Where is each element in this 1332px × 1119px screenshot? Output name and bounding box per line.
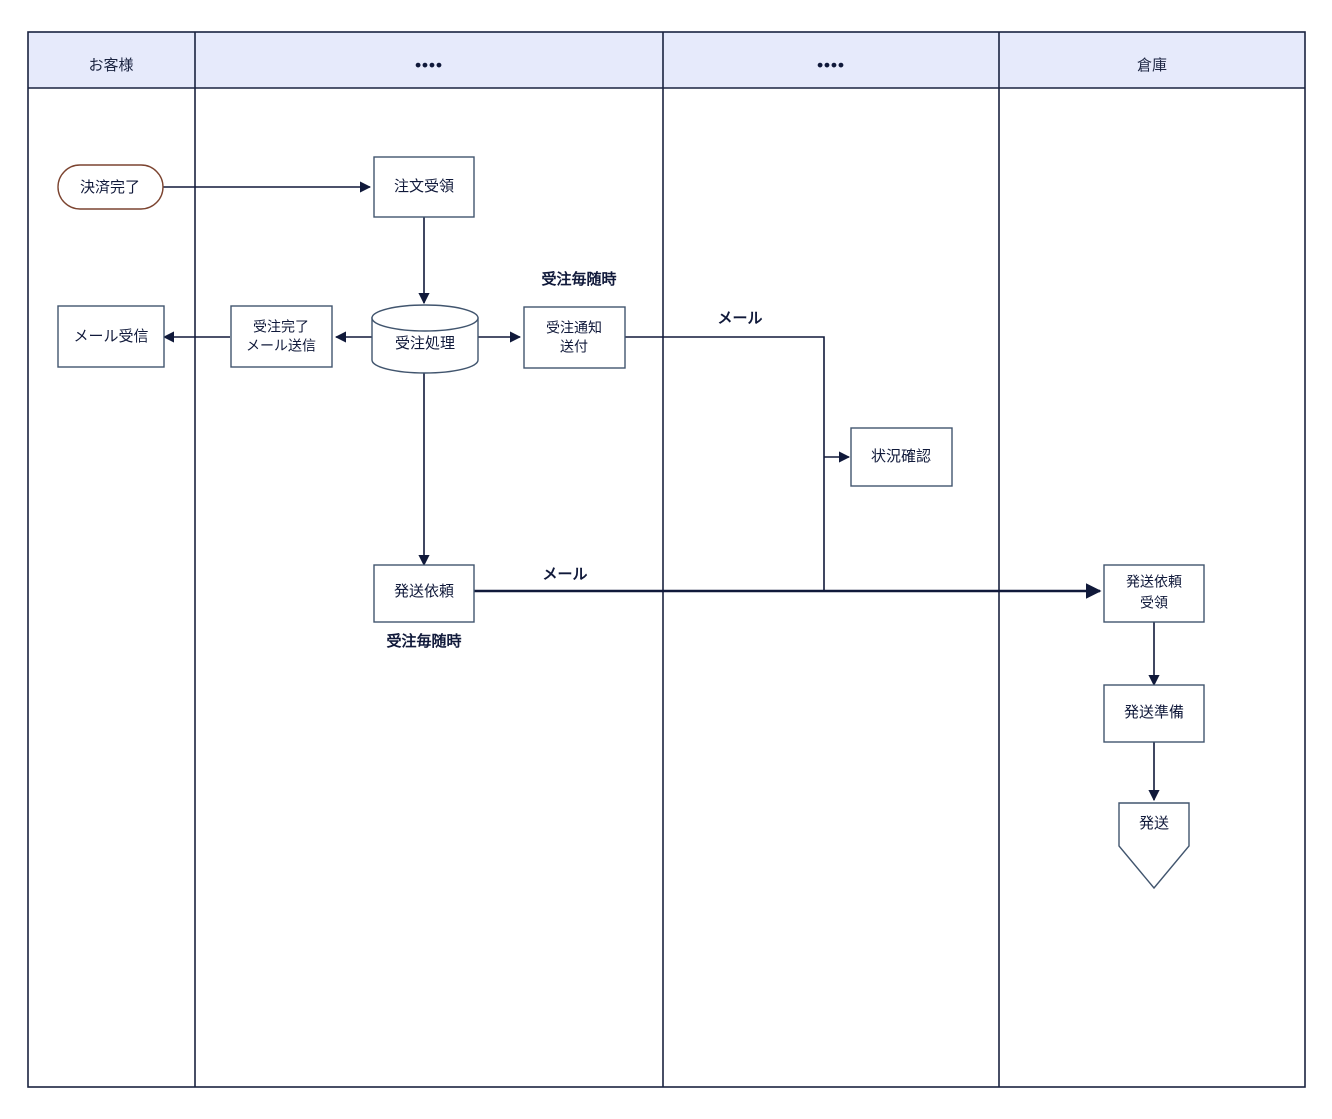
- annotation-mail-bottom: メール: [542, 566, 587, 583]
- lane-header-bg-warehouse: [999, 32, 1305, 88]
- shipping-request-label: 発送依頼: [394, 583, 454, 600]
- annotation-shipping-request-timing: 受注毎随時: [386, 632, 461, 650]
- node-shipping-request-receipt[interactable]: 発送依頼 受領: [1103, 564, 1205, 623]
- payment-complete-shape: [57, 164, 164, 210]
- node-payment-complete[interactable]: 決済完了: [57, 164, 164, 210]
- annotation-order-notice-timing: 受注毎随時: [541, 270, 616, 288]
- order-processing-label: 受注処理: [395, 335, 455, 352]
- order-complete-mail-send-label-2: メール送信: [246, 338, 316, 354]
- shipping-request-receipt-label-1: 発送依頼: [1126, 574, 1182, 590]
- shipment-label: 発送: [1139, 815, 1169, 832]
- shipping-request-shape: [373, 564, 475, 623]
- order-complete-mail-send-shape: [230, 305, 333, 368]
- lane-header-customer: お客様: [88, 57, 133, 74]
- node-order-notice-send[interactable]: 受注通知 送付: [523, 306, 626, 369]
- lane-header-lane2: ••••: [415, 55, 443, 74]
- node-shipment[interactable]: 発送: [1118, 802, 1190, 890]
- diagram-outer-frame: [27, 31, 1306, 1088]
- payment-complete-label: 決済完了: [80, 179, 140, 196]
- lane-header-warehouse: 倉庫: [1137, 57, 1167, 74]
- node-shipping-request[interactable]: 発送依頼: [373, 564, 475, 623]
- order-receipt-shape: [373, 156, 475, 218]
- node-status-check[interactable]: 状況確認: [850, 427, 953, 487]
- connector-notice-send-to-bus: [625, 336, 825, 591]
- node-order-receipt[interactable]: 注文受領: [373, 156, 475, 218]
- lane-header-bg-customer: [28, 32, 195, 88]
- order-notice-send-label-2: 送付: [560, 339, 588, 355]
- shipping-request-receipt-label-2: 受領: [1140, 595, 1168, 611]
- shipment-shape: [1118, 802, 1190, 890]
- node-shipping-preparation[interactable]: 発送準備: [1103, 684, 1205, 743]
- order-complete-mail-send-label-1: 受注完了: [253, 319, 309, 335]
- order-notice-send-shape: [523, 306, 626, 369]
- shipping-preparation-shape: [1103, 684, 1205, 743]
- mail-receive-shape: [57, 305, 165, 368]
- node-order-complete-mail-send[interactable]: 受注完了 メール送信: [230, 305, 333, 368]
- node-order-processing[interactable]: 受注処理: [371, 304, 479, 374]
- lane-header-lane3: ••••: [817, 55, 845, 74]
- connectors: [162, 181, 1160, 802]
- annotation-mail-top: メール: [717, 310, 762, 327]
- shipping-preparation-label: 発送準備: [1124, 704, 1184, 721]
- node-mail-receive[interactable]: メール受信: [57, 305, 165, 368]
- swimlane-grid: [27, 31, 1306, 1088]
- order-receipt-label: 注文受領: [394, 178, 454, 195]
- status-check-shape: [850, 427, 953, 487]
- lane-header-bg-lane2: [195, 32, 663, 88]
- order-processing-top: [371, 304, 479, 332]
- status-check-label: 状況確認: [871, 448, 931, 465]
- mail-receive-label: メール受信: [73, 328, 148, 345]
- order-processing-body: [371, 317, 479, 374]
- lane-header-bg-lane3: [663, 32, 999, 88]
- order-notice-send-label-1: 受注通知: [546, 320, 602, 336]
- shipping-request-receipt-shape: [1103, 564, 1205, 623]
